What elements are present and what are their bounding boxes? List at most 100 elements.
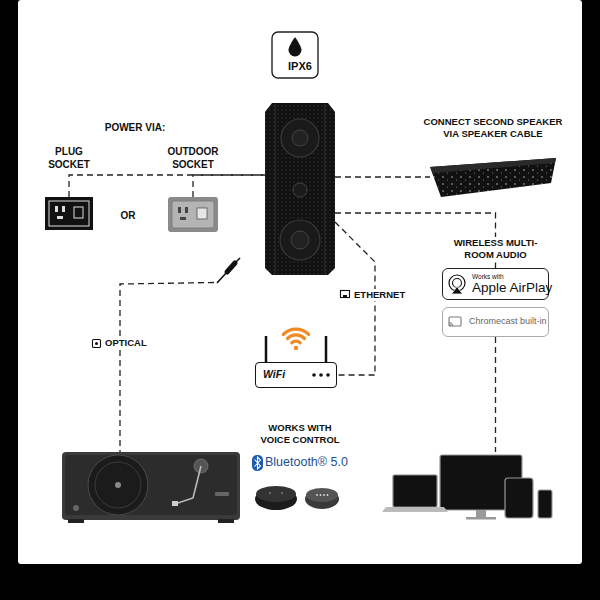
bluetooth-logo [252,455,263,471]
spindle [115,482,121,488]
socket-switch [197,208,207,219]
section-heading: WIRELESS MULTI-ROOM AUDIO [443,237,548,261]
socket-housing [168,197,218,232]
outdoor-socket-illustration [168,197,218,232]
separator-word: OR [113,210,143,223]
plug-socket: PLUG SOCKET [45,197,93,230]
second-speaker-illustration [430,158,556,197]
airplay-ring [453,279,462,288]
speaker-body [265,103,335,275]
tablet [505,478,533,518]
bluetooth-badge [252,455,263,471]
woofer-cap [291,231,309,249]
airplay-badge: Works withApple AirPlay [442,268,549,300]
router-light [312,373,316,377]
dashed-cable [193,175,265,197]
node-text: Chromecast built-in [469,316,547,327]
node-text: IPX6 [272,60,328,74]
ethernet-port [341,291,350,298]
socket-pin [180,217,186,220]
outdoor-socket: OUTDOOR SOCKET [168,197,218,232]
main-speaker [265,103,335,275]
optical-cable-line [120,283,214,453]
optical-port-icon [93,340,101,348]
antenna [325,336,328,362]
optical-jack-icon [217,258,240,283]
speaker-speckle [430,158,556,197]
nest-mini-light [327,494,329,496]
speaker-facet [325,104,326,274]
node-text: WiFi [263,368,285,381]
optical-port [93,340,101,348]
speaker-grille [265,103,335,275]
router-lights [312,373,330,377]
node-text: OUTDOOR SOCKET [163,146,223,171]
cast-icon [449,317,461,326]
wifi-arc [283,329,308,334]
socket-pin [178,207,181,213]
plug-socket-illustration [45,197,93,230]
section-heading: WORKS WITH VOICE CONTROL [255,422,345,446]
socket-plate [45,197,93,230]
ethernet-notch [343,295,347,298]
monitor-stand [476,510,486,518]
cartridge [172,501,178,506]
turntable-illustration [62,452,240,523]
platter [88,455,148,515]
jack-tip [235,258,240,263]
connector-label: ETHERNET [352,289,407,301]
turntable-foot [218,519,234,523]
dashed-cable [335,176,430,177]
speaker-top-edge [430,158,556,173]
socket-face [172,201,214,228]
speaker-facet [275,104,276,274]
devices-illustration [382,455,552,520]
pitch-slider [215,492,229,496]
echo-dot-button [281,492,283,494]
node-text: CONNECT SECOND SPEAKER VIA SPEAKER CABLE [419,116,567,140]
jack-body [227,263,235,272]
chromecast-badge: Chromecast built-in [442,307,549,337]
router-light [319,373,323,377]
wifi-arc [288,335,305,339]
airplay-icon [449,275,465,294]
ethernet-icon [341,291,350,298]
start-button [73,505,79,511]
node-text: PLUG SOCKET [42,146,96,171]
turntable-foot [68,519,84,523]
laptop-base [382,507,448,512]
node-text: Works with [472,273,504,281]
airplay-triangle [452,287,463,295]
nest-mini-light [323,494,325,496]
smart-speakers-illustration [255,486,339,510]
optical-port-core [95,342,98,345]
nest-mini-light [320,494,322,496]
tonearm [175,466,201,504]
speaker-bar [430,158,556,197]
socket-switch [74,207,83,218]
bluetooth-rune [255,457,261,469]
page-background [18,0,582,564]
platter-groove [95,462,141,508]
node-text: Apple AirPlay [472,280,552,297]
wifi-signal-icon [283,329,308,350]
woofer-cap [292,130,308,146]
echo-dot-button [269,492,271,494]
router-light [326,373,330,377]
monitor-base [466,517,496,520]
antenna [265,336,268,362]
socket-pin [57,216,63,219]
cast-dot [449,324,451,326]
wifi-arc [292,341,300,343]
second-speaker: CONNECT SECOND SPEAKER VIA SPEAKER CABLE [430,158,556,198]
turntable-top [65,455,237,515]
section-heading: POWER VIA: [90,122,180,135]
water-drop-icon [289,37,302,57]
turntable-plinth [62,452,240,520]
laptop-screen [393,475,437,507]
